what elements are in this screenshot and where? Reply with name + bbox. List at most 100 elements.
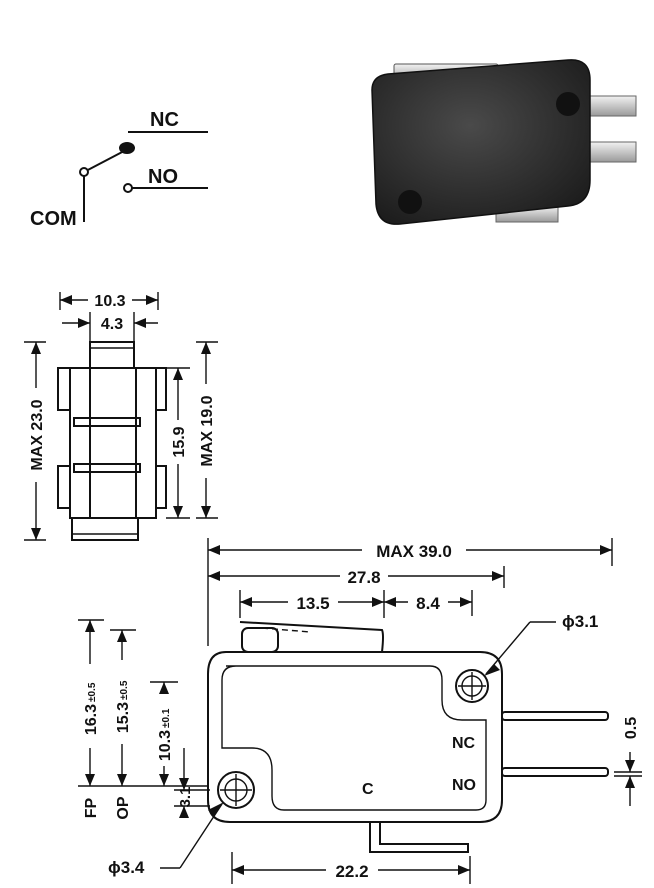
arrow: [85, 774, 95, 786]
mask: [168, 420, 188, 464]
dim-fp-main: 16.3: [83, 704, 100, 735]
dim-length-max: MAX 39.0: [376, 542, 452, 561]
arrow: [201, 342, 211, 354]
side-base: [71, 517, 139, 541]
mask: [408, 592, 448, 612]
nc-contact: [119, 142, 135, 154]
front-body-outer: [207, 651, 503, 823]
side-terminal-upper: [73, 417, 141, 427]
dim-actuator-span: 8.4: [416, 594, 440, 613]
dim-fp-value: 16.3 ±0.5: [83, 682, 100, 735]
photo-switch-body: [371, 59, 591, 225]
dim-terminal-gap: 0.5: [623, 717, 640, 739]
product-photo: [371, 59, 637, 225]
mask: [326, 860, 378, 880]
photo-terminal-upper: [585, 95, 637, 117]
side-flange-left-top: [57, 367, 71, 411]
arrow: [159, 774, 169, 786]
arrow: [372, 597, 384, 607]
circuit-schematic: NC NO COM: [30, 109, 208, 230]
dim-hole-lower: ϕ3.4: [108, 858, 145, 877]
front-c-label: C: [362, 781, 374, 798]
side-plunger: [89, 341, 135, 369]
side-view: 10.3 4.3 MAX 23.0 15.9 MAX 19.0: [24, 291, 218, 541]
side-flange-right-top: [155, 367, 167, 411]
arrow: [625, 776, 635, 788]
op-label: OP: [115, 796, 132, 819]
side-terminal-lower: [73, 463, 141, 473]
dim-pivot-tol: ±0.1: [161, 708, 172, 728]
arrow: [31, 342, 41, 354]
dim-width-outer: 10.3: [94, 293, 125, 310]
mask: [110, 660, 132, 744]
dim-hole-height: 3.1: [177, 787, 194, 808]
arrow: [484, 664, 500, 676]
arrow: [625, 760, 635, 772]
dim-height-body-max: MAX 19.0: [199, 395, 216, 466]
arrow: [600, 545, 612, 555]
side-flange-right-bottom: [155, 465, 167, 509]
front-terminal-no: [501, 767, 609, 777]
front-actuator-lever: [239, 621, 384, 653]
dim-pivot-main: 10.3: [157, 730, 174, 761]
photo-terminal-lower: [585, 141, 637, 163]
mask: [362, 540, 466, 560]
front-no-label: NO: [452, 777, 476, 794]
dim-op-main: 15.3: [115, 702, 132, 733]
arrow: [173, 506, 183, 518]
mask: [152, 694, 174, 766]
arrow: [208, 802, 224, 816]
arrow: [179, 806, 189, 818]
arrow: [179, 778, 189, 790]
arrow: [208, 571, 220, 581]
photo-mount-hole-upper: [556, 92, 580, 116]
front-hole-lower: [217, 771, 255, 809]
dim-height-max: MAX 23.0: [29, 399, 46, 470]
dim-width-inner: 4.3: [101, 316, 123, 333]
arrow: [146, 295, 158, 305]
arrow: [31, 528, 41, 540]
front-hole-upper: [455, 669, 489, 703]
arrow: [134, 318, 146, 328]
dim-length-terminal: 27.8: [347, 568, 380, 587]
fp-label: FP: [83, 797, 100, 818]
front-terminal-c: [369, 822, 469, 853]
dim-hole-upper: ϕ3.1: [562, 612, 598, 631]
dim-pivot-value: 10.3 ±0.1: [157, 708, 174, 761]
mask: [340, 566, 388, 586]
arrow: [60, 295, 72, 305]
dim-op-tol: ±0.5: [119, 680, 130, 700]
front-body-inner: [221, 665, 487, 811]
leader-hole-lower: [179, 803, 223, 869]
front-view: NC NO C MAX 39.0 27.8 13.5 8.4: [78, 538, 642, 884]
photo-mount-hole-lower: [398, 190, 422, 214]
dim-actuator-offset: 13.5: [296, 594, 329, 613]
no-contact: [123, 183, 133, 193]
arrow: [492, 571, 504, 581]
switch-lever: [83, 149, 127, 173]
arrow: [208, 545, 220, 555]
schematic-no-label: NO: [148, 166, 178, 188]
arrow: [232, 865, 244, 875]
arrow: [159, 682, 169, 694]
front-terminal-nc: [501, 711, 609, 721]
arrow: [460, 597, 472, 607]
side-flange-left-bottom: [57, 465, 71, 509]
mask: [88, 291, 132, 309]
schematic-com-label: COM: [30, 208, 77, 230]
front-nc-label: NC: [452, 735, 476, 752]
dim-op-value: 15.3 ±0.5: [115, 680, 132, 733]
arrow: [240, 597, 252, 607]
mask: [288, 592, 338, 612]
arrow: [173, 368, 183, 380]
dim-fp-tol: ±0.5: [87, 682, 98, 702]
arrow: [458, 865, 470, 875]
arrow: [117, 774, 127, 786]
mask: [26, 388, 46, 482]
dim-base-span: 22.2: [335, 862, 368, 881]
arrow: [117, 630, 127, 642]
schematic-nc-label: NC: [150, 109, 179, 131]
arrow: [201, 506, 211, 518]
arrow: [384, 597, 396, 607]
